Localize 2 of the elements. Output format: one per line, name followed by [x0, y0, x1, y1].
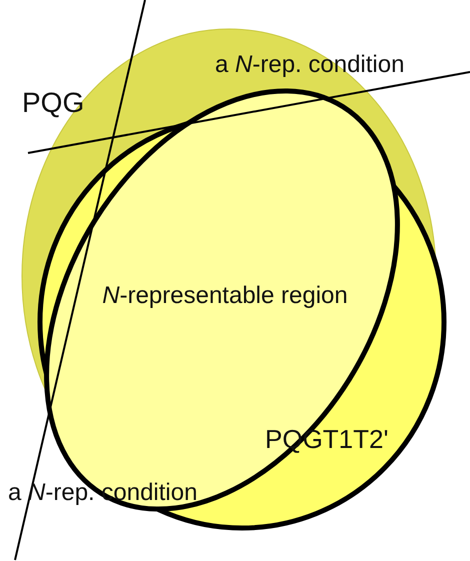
region-label: PQG	[22, 88, 84, 119]
region-label: N-representable region	[101, 283, 349, 310]
